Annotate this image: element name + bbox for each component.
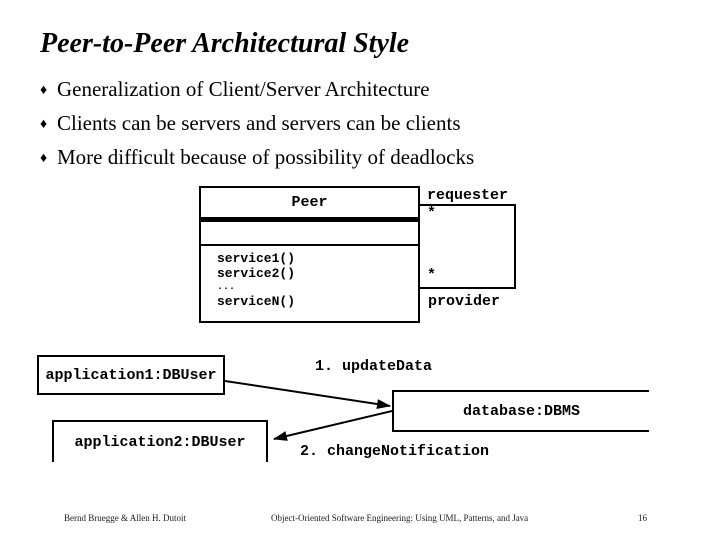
operation-ellipsis: ... xyxy=(217,282,236,293)
class-name-compartment: Peer xyxy=(201,188,418,222)
bullet-text: More difficult because of possibility of… xyxy=(57,145,475,169)
arrow-updateData xyxy=(224,380,391,409)
uml-class-box-peer: Peer service1() service2() ... serviceN(… xyxy=(199,186,420,323)
page-title: Peer-to-Peer Architectural Style xyxy=(40,28,410,59)
bullet-text: Clients can be servers and servers can b… xyxy=(57,111,461,135)
object-box-application1: application1:DBUser xyxy=(37,355,225,395)
footer-book-title: Object-Oriented Software Engineering: Us… xyxy=(271,513,529,523)
bullet-text: Generalization of Client/Server Architec… xyxy=(57,77,430,101)
multiplicity-star-top: * xyxy=(427,205,437,222)
object-box-database: database:DBMS xyxy=(392,390,649,432)
message-label-changeNotification: 2. changeNotification xyxy=(300,443,490,460)
operation-label: serviceN() xyxy=(217,294,296,309)
bullet-diamond-icon: ♦ xyxy=(40,83,48,98)
arrow-changeNotification xyxy=(273,410,393,441)
association-role-provider: provider xyxy=(428,293,501,310)
class-operations-compartment: service1() service2() ... serviceN() xyxy=(201,246,418,309)
bullet-item: ♦ Generalization of Client/Server Archite… xyxy=(40,77,430,102)
object-box-application2: application2:DBUser xyxy=(52,420,268,462)
bullet-diamond-icon: ♦ xyxy=(40,151,48,166)
operation-label: service1() xyxy=(217,251,296,266)
operation-label: service2() xyxy=(217,266,296,281)
bullet-item: ♦ Clients can be servers and servers can … xyxy=(40,111,461,136)
multiplicity-star-bottom: * xyxy=(427,267,437,284)
self-association-line xyxy=(419,204,516,289)
footer-authors: Bernd Bruegge & Allen H. Dutoit xyxy=(64,513,186,523)
class-attributes-compartment xyxy=(201,222,418,246)
bullet-diamond-icon: ♦ xyxy=(40,117,48,132)
footer-page-number: 16 xyxy=(638,513,647,523)
association-role-requester: requester xyxy=(427,187,509,204)
bullet-item: ♦ More difficult because of possibility o… xyxy=(40,145,474,170)
message-label-updateData: 1. updateData xyxy=(315,358,433,375)
